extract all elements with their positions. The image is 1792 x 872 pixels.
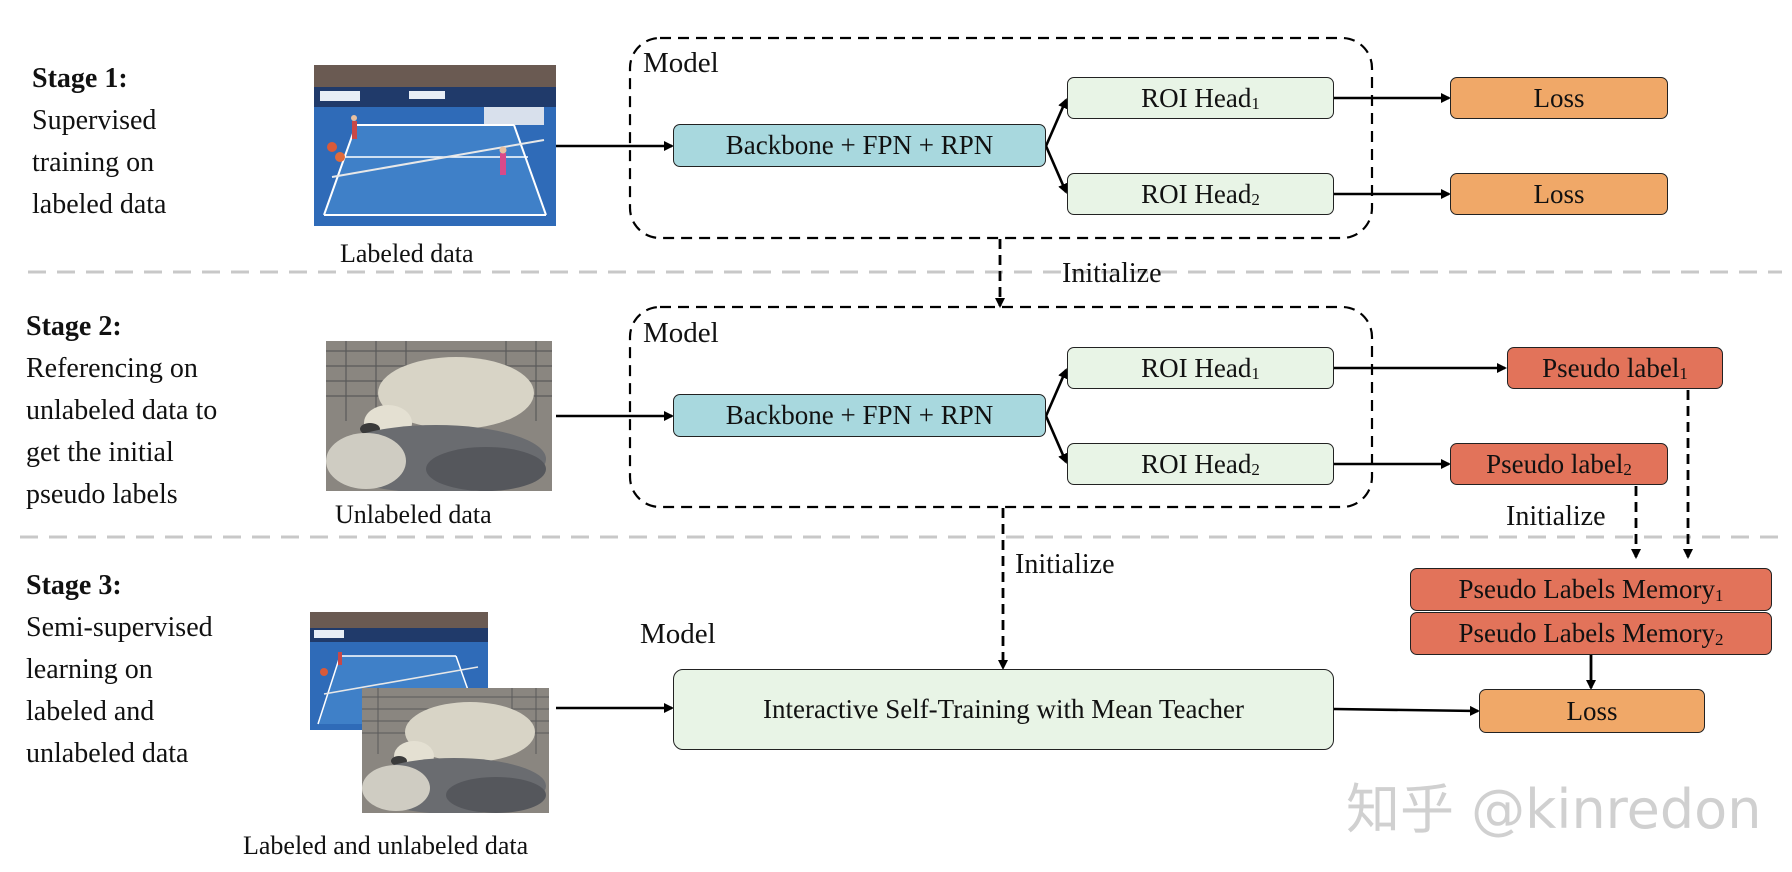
stage1-desc-line3: labeled data [32, 189, 167, 220]
roi-head-label: ROI Head [1141, 352, 1252, 383]
pseudo-label-text: Pseudo label [1486, 448, 1624, 479]
sheep-photo-icon [362, 688, 549, 813]
roi-head-subscript: 1 [1251, 94, 1260, 113]
loss-label: Loss [1533, 82, 1585, 113]
stage1-loss-box-1: Loss [1450, 77, 1668, 119]
stage2-model-container [628, 305, 1374, 509]
stage1-loss-box-2: Loss [1450, 173, 1668, 215]
arrow-backbone-to-roi2 [1044, 145, 1068, 194]
roi-head-subscript: 2 [1251, 460, 1260, 479]
interactive-label: Interactive Self-Training with Mean Teac… [763, 694, 1244, 724]
backbone-label: Backbone + FPN + RPN [725, 130, 994, 160]
roi-head-label: ROI Head [1141, 448, 1252, 479]
arrow-backbone-to-roi1 [1044, 98, 1068, 147]
labeled-data-image [314, 65, 556, 226]
stage2-model-label: Model [643, 317, 719, 349]
arrow-interactive-to-loss [1333, 705, 1480, 716]
caption-unlabeled-data: Unlabeled data [335, 500, 492, 529]
stage2-desc-line4: pseudo labels [26, 479, 178, 510]
sheep-photo-icon [326, 341, 552, 491]
tennis-court-photo-icon [314, 65, 556, 226]
stage2-desc-line3: get the initial [26, 437, 174, 468]
stage2-desc-line2: unlabeled data to [26, 395, 218, 426]
stage3-desc-line1: Semi-supervised [26, 612, 213, 643]
stage3-title: Stage 3: [26, 570, 122, 601]
stage1-backbone-box: Backbone + FPN + RPN [673, 124, 1046, 167]
stage1-desc-line1: Supervised [32, 105, 157, 136]
stage3-desc-line2: learning on [26, 654, 153, 685]
stage1-desc-line2: training on [32, 147, 155, 178]
caption-labeled-and-unlabeled-data: Labeled and unlabeled data [243, 831, 529, 860]
loss-label: Loss [1533, 178, 1585, 209]
roi-head-subscript: 2 [1251, 190, 1260, 209]
stage3-desc-line3: labeled and [26, 696, 155, 727]
pseudo-label-text: Pseudo label [1542, 352, 1680, 383]
initialize-label-1: Initialize [1062, 258, 1162, 289]
initialize-label-3: Initialize [1506, 501, 1606, 532]
stage3-model-label: Model [640, 618, 716, 650]
memory-label: Pseudo Labels Memory [1458, 618, 1715, 648]
arrow-backbone2-to-roi2 [1044, 415, 1068, 464]
initialize-label-2: Initialize [1015, 549, 1115, 580]
memory-label: Pseudo Labels Memory [1458, 574, 1715, 604]
memory-subscript: 1 [1714, 585, 1724, 605]
stage3-unlabeled-image [362, 688, 549, 813]
arrow-backbone2-to-roi1 [1044, 368, 1068, 417]
unlabeled-data-image [326, 341, 552, 491]
roi-head-subscript: 1 [1251, 364, 1260, 383]
caption-labeled-data: Labeled data [340, 239, 474, 268]
backbone-label: Backbone + FPN + RPN [725, 400, 994, 430]
stage2-backbone-box: Backbone + FPN + RPN [673, 394, 1046, 437]
roi-head-label: ROI Head [1141, 82, 1252, 113]
stage3-desc-line4: unlabeled data [26, 738, 189, 769]
stage2-desc-line1: Referencing on [26, 353, 198, 384]
loss-label: Loss [1566, 695, 1618, 726]
stage2-title: Stage 2: [26, 311, 122, 342]
memory-subscript: 2 [1714, 629, 1724, 649]
stage1-model-label: Model [643, 47, 719, 79]
stage1-title: Stage 1: [32, 63, 128, 94]
watermark-text: 知乎 @kinredon [1346, 778, 1762, 841]
pseudo-label-subscript: 1 [1679, 364, 1688, 383]
stage3-loss-box: Loss [1479, 689, 1705, 733]
pseudo-label-subscript: 2 [1623, 460, 1632, 479]
stage1-model-container [628, 36, 1374, 240]
roi-head-label: ROI Head [1141, 178, 1252, 209]
interactive-self-training-box: Interactive Self-Training with Mean Teac… [673, 669, 1334, 750]
